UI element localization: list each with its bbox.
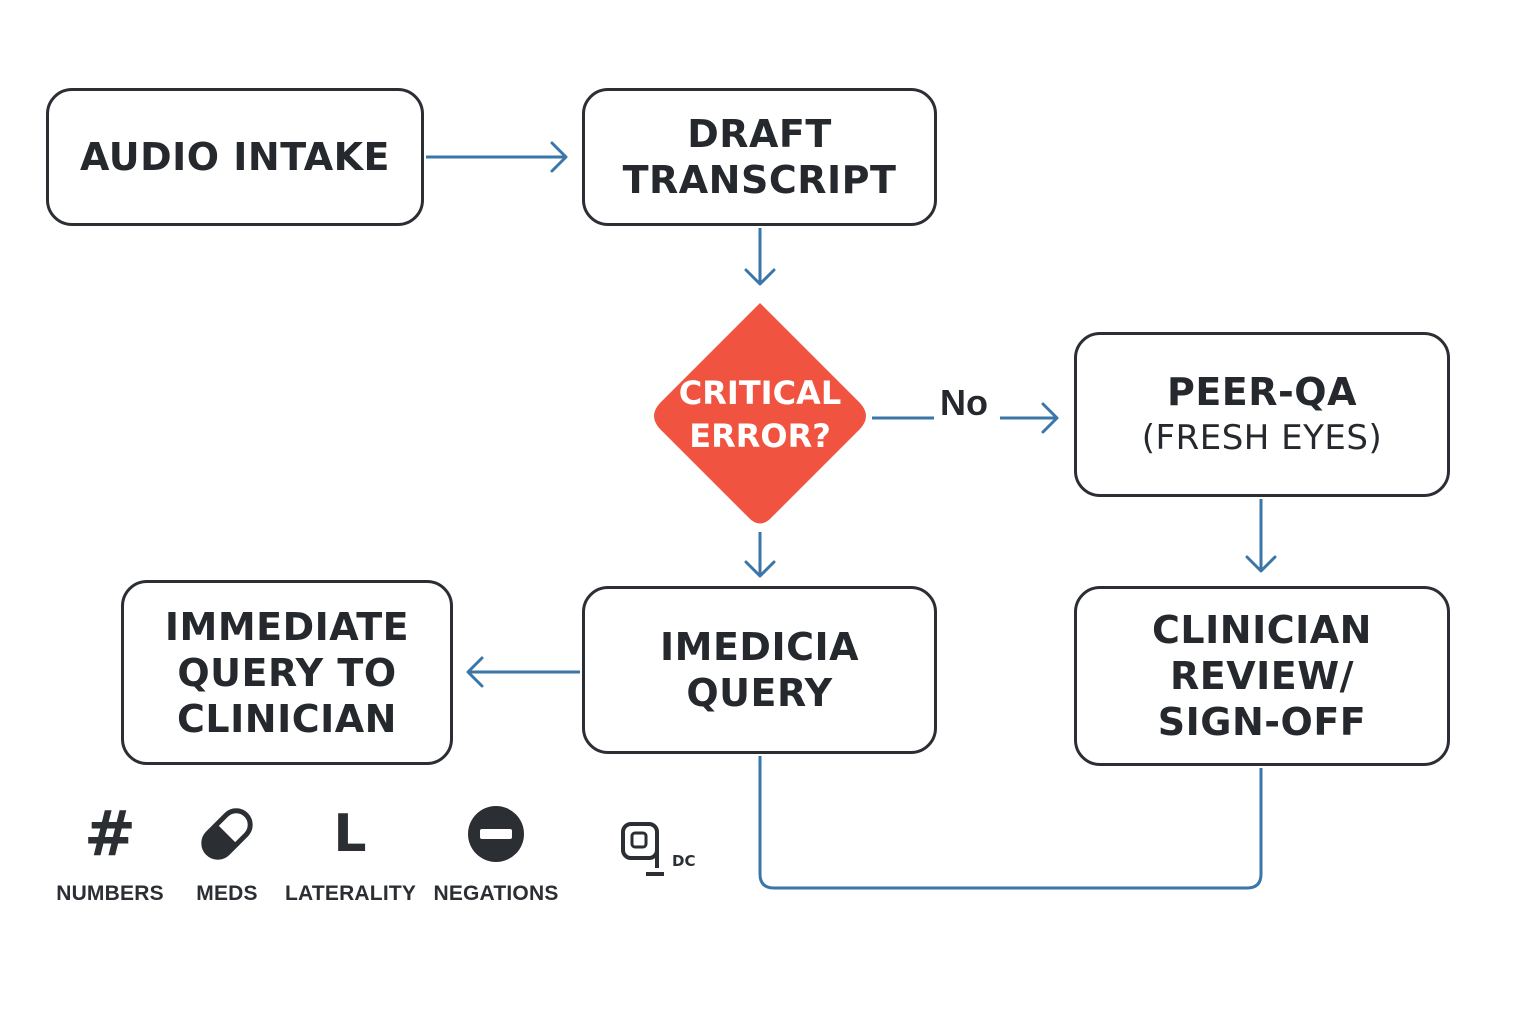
node-label: QUERY (686, 671, 833, 715)
node-draft-transcript: DRAFT TRANSCRIPT (582, 88, 937, 226)
node-label: PEER-QA (1166, 369, 1357, 414)
arrowhead-peer-to-clinician (1245, 555, 1277, 573)
node-label: SIGN-OFF (1157, 700, 1367, 744)
legend-label: LATERALITY (285, 882, 417, 905)
decision-label: CRITICAL ERROR? (650, 372, 870, 458)
node-peer-qa: PEER-QA (FRESH EYES) (1074, 332, 1450, 497)
arrowhead-medicia-to-immediate (466, 656, 484, 688)
minus-circle-icon (431, 800, 561, 868)
arrowhead-draft-to-decision (744, 268, 776, 286)
legend-item-laterality: L LATERALITY (285, 800, 417, 906)
node-label: IMMEDIATE (164, 604, 410, 649)
node-label: TRANSCRIPT (622, 158, 897, 202)
node-medicia-query: IMEDICIA QUERY (582, 586, 937, 754)
node-label: CLINICIAN (177, 696, 397, 741)
edge-label-no: No (940, 382, 988, 423)
arrowhead-no-to-peer (1041, 402, 1059, 434)
legend-item-meds: MEDS (162, 800, 292, 906)
legend-item-numbers: # NUMBERS (45, 800, 175, 906)
hash-icon: # (84, 797, 136, 870)
decision-label-line: CRITICAL (678, 374, 842, 412)
legend-label: MEDS (196, 882, 258, 905)
legend-label: NEGATIONS (433, 882, 559, 905)
pill-icon (162, 800, 292, 868)
node-label: (FRESH EYES) (1141, 417, 1383, 458)
node-label: QUERY TO (177, 650, 397, 695)
arrowhead-audio-to-draft (550, 141, 568, 173)
connector-medicia-to-clinician (758, 756, 1263, 890)
node-label: CLINICIAN (1152, 608, 1372, 652)
legend-item-negations: NEGATIONS (431, 800, 561, 906)
node-label: IMEDICIA (659, 625, 860, 669)
arrowhead-decision-to-medicia (744, 560, 776, 578)
logo-text: DC (672, 852, 696, 870)
decision-label-line: ERROR? (689, 417, 831, 455)
legend-label: NUMBERS (56, 882, 164, 905)
logo-mark-icon (621, 822, 664, 876)
node-clinician-review: CLINICIAN REVIEW/ SIGN-OFF (1074, 586, 1450, 766)
letter-l-icon: L (333, 804, 367, 864)
node-label: DRAFT (687, 112, 832, 156)
node-audio-intake: AUDIO INTAKE (46, 88, 424, 226)
node-label: AUDIO INTAKE (79, 135, 391, 179)
node-immediate-query: IMMEDIATE QUERY TO CLINICIAN (121, 580, 453, 765)
decision-diamond (654, 303, 866, 524)
node-label: REVIEW/ (1169, 654, 1355, 698)
